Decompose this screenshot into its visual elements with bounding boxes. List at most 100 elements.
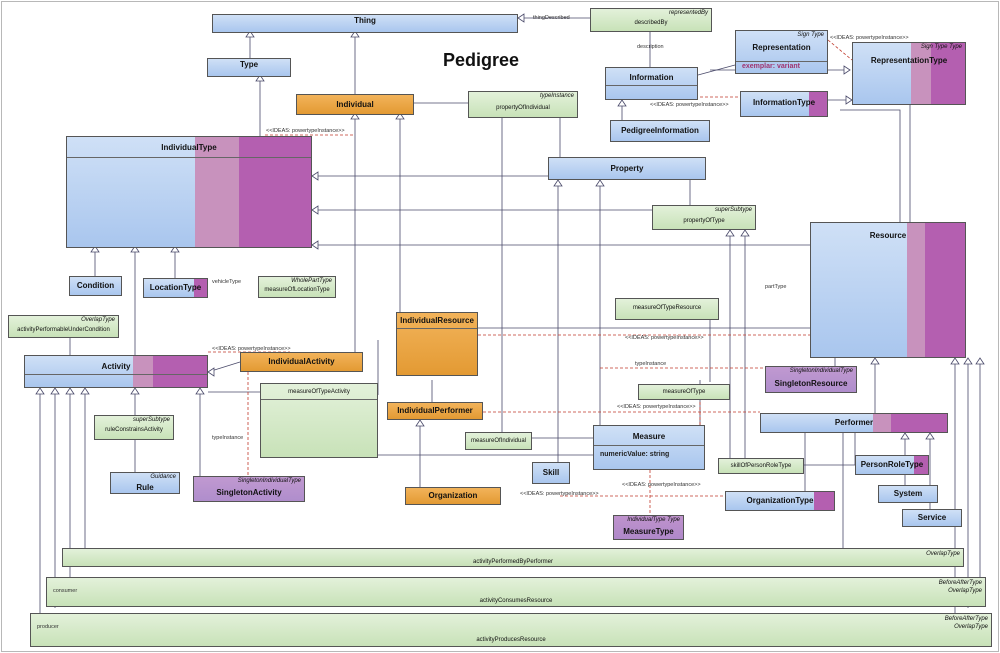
class-name: IndividualPerformer bbox=[397, 406, 473, 415]
class-name: Property bbox=[610, 164, 644, 173]
assoc-name: activityPerformableUnderCondition bbox=[17, 327, 110, 333]
class-measure-type[interactable]: IndividualType Type MeasureType bbox=[613, 515, 684, 540]
assoc-described-by[interactable]: representedBy describedBy bbox=[590, 8, 712, 32]
class-person-role-type[interactable]: PersonRoleType bbox=[855, 455, 929, 475]
class-service[interactable]: Service bbox=[902, 509, 962, 527]
class-name: Type bbox=[239, 60, 259, 69]
assoc-stereotype: BeforeAfterType bbox=[938, 580, 982, 586]
assoc-measure-of-type[interactable]: measureOfType bbox=[638, 384, 730, 400]
class-activity[interactable]: Activity bbox=[24, 355, 208, 388]
assoc-name: activityProducesResource bbox=[476, 637, 546, 643]
assoc-measure-of-type-resource[interactable]: measureOfTypeResource bbox=[615, 298, 719, 320]
class-name: InformationType bbox=[752, 98, 816, 107]
edge-label: <<IDEAS: powertypeInstance>> bbox=[212, 346, 291, 352]
class-singleton-resource[interactable]: SingletonIndividualType SingletonResourc… bbox=[765, 366, 857, 393]
role-label: producer bbox=[37, 624, 59, 630]
class-name: Service bbox=[917, 513, 947, 522]
assoc-activity-produces-resource[interactable]: BeforeAfterType OverlapType producer act… bbox=[30, 613, 992, 647]
type-shading bbox=[153, 356, 207, 387]
edge-label: typeInstance bbox=[212, 435, 244, 441]
class-system[interactable]: System bbox=[878, 485, 938, 503]
assoc-activity-performed-by-performer[interactable]: OverlapType activityPerformedByPerformer bbox=[62, 548, 964, 567]
assoc-activity-performable[interactable]: OverlapType activityPerformableUnderCond… bbox=[8, 315, 119, 338]
separator bbox=[67, 157, 311, 158]
class-performer[interactable]: Performer bbox=[760, 413, 948, 433]
class-name: IndividualResource bbox=[400, 316, 474, 325]
class-attribute: exemplar: variant bbox=[742, 63, 800, 70]
type-shading bbox=[809, 92, 827, 116]
assoc-property-of-type[interactable]: superSubtype propertyOfType bbox=[652, 205, 756, 230]
assoc-skill-of-person[interactable]: skillOfPersonRoleType bbox=[718, 458, 804, 474]
assoc-stereotype: OverlapType bbox=[81, 317, 115, 323]
class-name: SingletonResource bbox=[774, 379, 848, 388]
class-representation-type[interactable]: Sign Type Type RepresentationType bbox=[852, 42, 966, 105]
class-singleton-activity[interactable]: SingletonIndividualType SingletonActivit… bbox=[193, 476, 305, 502]
assoc-name: propertyOfIndividual bbox=[496, 105, 550, 111]
type-shading bbox=[194, 279, 207, 297]
assoc-rule-constrains[interactable]: superSubtype ruleConstrainsActivity bbox=[94, 415, 174, 440]
class-skill[interactable]: Skill bbox=[532, 462, 570, 484]
class-rule[interactable]: Guidance Rule bbox=[110, 472, 180, 494]
assoc-stereotype: superSubtype bbox=[132, 417, 170, 423]
class-individual-type[interactable]: IndividualType bbox=[66, 136, 312, 248]
assoc-name: measureOfTypeActivity bbox=[288, 389, 350, 395]
assoc-name: measureOfIndividual bbox=[470, 438, 527, 444]
class-name: PersonRoleType bbox=[860, 460, 924, 469]
class-pedigree-information[interactable]: PedigreeInformation bbox=[610, 120, 710, 142]
edge-label: description bbox=[637, 44, 664, 50]
assoc-stereotype: superSubtype bbox=[714, 207, 752, 213]
class-individual-resource[interactable]: IndividualResource bbox=[396, 312, 478, 376]
assoc-stereotype: WholePartType bbox=[291, 278, 332, 284]
class-organization[interactable]: Organization bbox=[405, 487, 501, 505]
class-individual-activity[interactable]: IndividualActivity bbox=[240, 352, 363, 372]
assoc-activity-consumes-resource[interactable]: BeforeAfterType OverlapType consumer act… bbox=[46, 577, 986, 607]
diagram-title: Pedigree bbox=[443, 50, 520, 70]
separator bbox=[594, 445, 704, 446]
edge-label: <<IDEAS: powertypeInstance>> bbox=[625, 335, 704, 341]
type-shading bbox=[194, 477, 304, 501]
separator bbox=[25, 374, 207, 375]
class-condition[interactable]: Condition bbox=[69, 276, 122, 296]
class-name: Measure bbox=[632, 432, 666, 441]
class-stereotype: Guidance bbox=[150, 474, 176, 480]
edge-label: vehicleType bbox=[212, 279, 242, 285]
class-information[interactable]: Information bbox=[605, 67, 698, 100]
assoc-stereotype: typeInstance bbox=[539, 93, 574, 99]
edge-label: <<IDEAS: powertypeInstance>> bbox=[520, 491, 599, 497]
class-individual-performer[interactable]: IndividualPerformer bbox=[387, 402, 483, 420]
class-name: System bbox=[893, 489, 923, 498]
edge-label: <<IDEAS: powertypeInstance>> bbox=[650, 102, 729, 108]
assoc-name: ruleConstrainsActivity bbox=[105, 427, 163, 433]
assoc-name: activityConsumesResource bbox=[479, 598, 553, 604]
class-name: Resource bbox=[869, 231, 907, 240]
class-name: Individual bbox=[336, 100, 374, 109]
class-name: SingletonActivity bbox=[216, 488, 282, 497]
edge-label: <<IDEAS: powertypeInstance>> bbox=[617, 404, 696, 410]
class-thing[interactable]: Thing bbox=[212, 14, 518, 33]
class-name: MeasureType bbox=[623, 527, 674, 536]
assoc-property-of-individual[interactable]: typeInstance propertyOfIndividual bbox=[468, 91, 578, 118]
assoc-measure-of-type-activity[interactable]: measureOfTypeActivity bbox=[260, 383, 378, 458]
assoc-measure-of-individual[interactable]: measureOfIndividual bbox=[465, 432, 532, 450]
class-name: Activity bbox=[101, 362, 131, 371]
assoc-measure-location-type[interactable]: WholePartType measureOfLocationType bbox=[258, 276, 336, 298]
class-information-type[interactable]: InformationType bbox=[740, 91, 828, 117]
class-stereotype: IndividualType Type bbox=[627, 517, 680, 523]
class-type[interactable]: Type bbox=[207, 58, 291, 77]
class-measure[interactable]: Measure numericValue: string bbox=[593, 425, 705, 470]
class-location-type[interactable]: LocationType bbox=[143, 278, 208, 298]
class-individual[interactable]: Individual bbox=[296, 94, 414, 115]
class-name: Organization bbox=[428, 491, 478, 500]
class-stereotype: SingletonIndividualType bbox=[237, 478, 301, 484]
class-property[interactable]: Property bbox=[548, 157, 706, 180]
separator bbox=[261, 399, 377, 400]
class-name: Skill bbox=[542, 468, 560, 477]
edge-label: <<IDEAS: powertypeInstance>> bbox=[266, 128, 345, 134]
class-organization-type[interactable]: OrganizationType bbox=[725, 491, 835, 511]
class-stereotype: SingletonIndividualType bbox=[789, 368, 853, 374]
class-representation[interactable]: Sign Type Representation exemplar: varia… bbox=[735, 30, 828, 74]
edge-label: typeInstance bbox=[635, 361, 667, 367]
class-attribute: numericValue: string bbox=[600, 451, 670, 458]
class-stereotype: Sign Type bbox=[797, 32, 824, 38]
class-resource[interactable]: Resource bbox=[810, 222, 966, 358]
